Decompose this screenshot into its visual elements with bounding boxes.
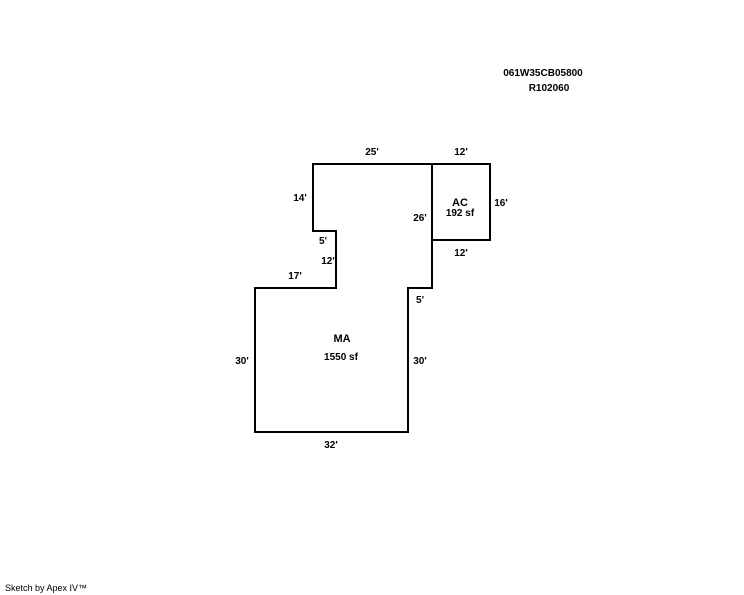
parcel-ref: R102060 — [529, 83, 570, 94]
dim-ma-notch-side: 12' — [321, 256, 335, 267]
ac-area-size: 192 sf — [446, 208, 475, 219]
dim-ac-right: 16' — [494, 198, 508, 209]
dim-ac-bottom: 12' — [454, 248, 468, 259]
dim-ma-left-upper: 14' — [293, 193, 307, 204]
ac-area-code: AC — [452, 197, 468, 209]
dim-ma-right-step: 5' — [416, 295, 424, 306]
dim-ma-top: 25' — [365, 147, 379, 158]
dim-ma-right-upper: 26' — [413, 213, 427, 224]
dim-ma-step: 17' — [288, 271, 302, 282]
dim-ac-top: 12' — [454, 147, 468, 158]
main-area-size: 1550 sf — [324, 352, 359, 363]
dim-ma-left: 30' — [235, 356, 249, 367]
ac-area-outline — [431, 163, 491, 241]
main-area-code: MA — [333, 333, 350, 345]
dim-ma-right: 30' — [413, 356, 427, 367]
footer-credit: Sketch by Apex IV™ — [5, 583, 88, 593]
parcel-id: 061W35CB05800 — [503, 68, 583, 79]
dim-ma-bottom: 32' — [324, 440, 338, 451]
dim-ma-notch-top: 5' — [319, 236, 327, 247]
main-area-outline — [254, 163, 433, 433]
